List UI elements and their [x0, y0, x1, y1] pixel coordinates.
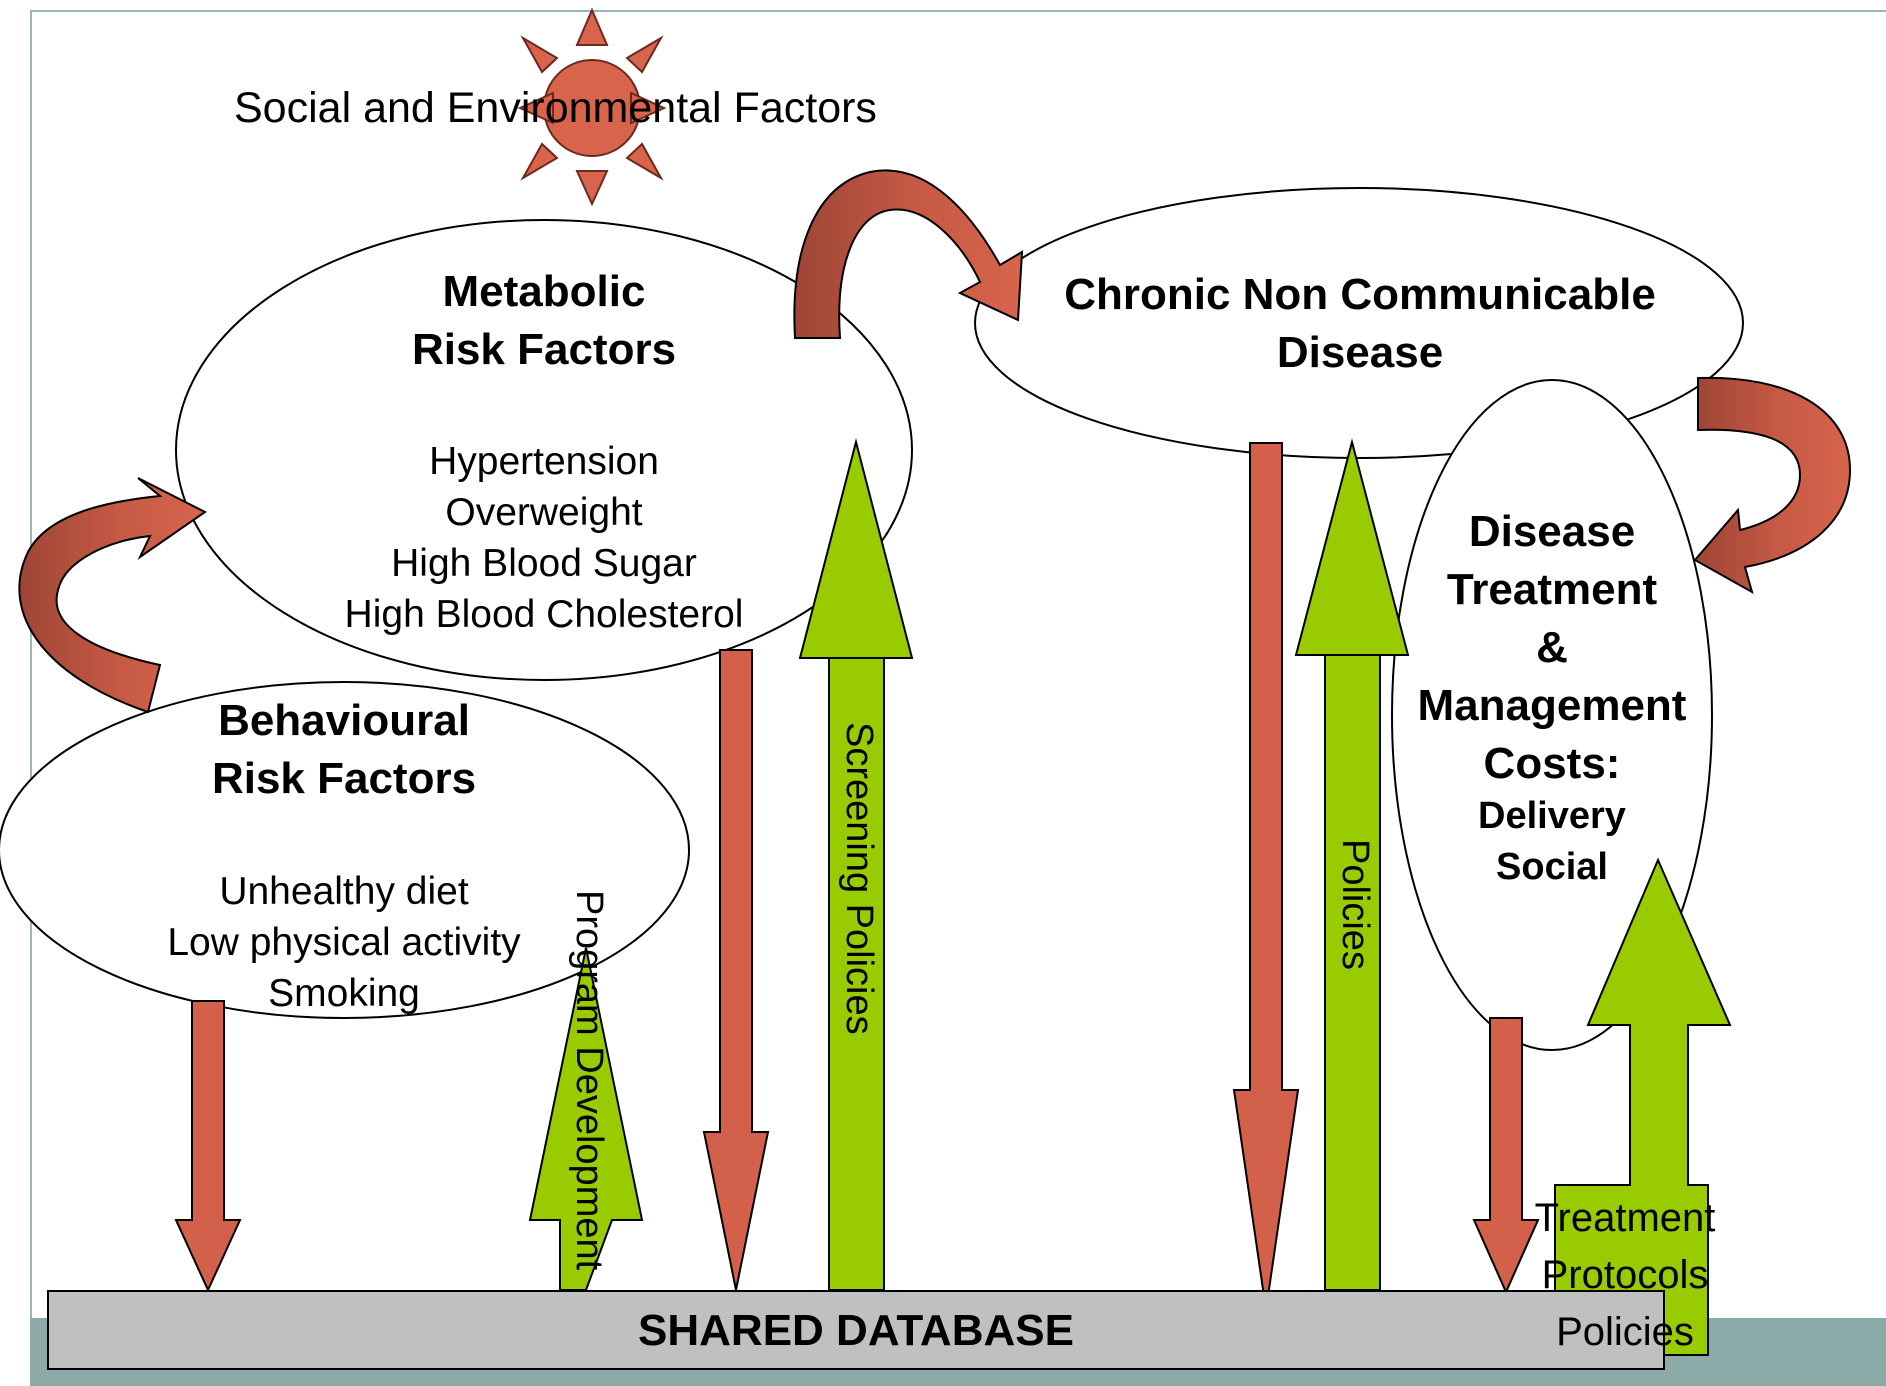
treatment-ellipse — [1391, 379, 1713, 1051]
treatment-sub-items: Delivery Social — [1432, 791, 1672, 893]
metabolic-item: High Blood Cholesterol — [344, 593, 744, 636]
screening-policies-label: Screening Policies — [838, 722, 880, 1035]
treatment-title: Disease Treatment & Management Costs: — [1392, 503, 1712, 793]
behavioural-title-line1: Behavioural — [218, 696, 470, 745]
metabolic-item: Hypertension — [429, 440, 659, 483]
green-arrow-policies-head — [1294, 438, 1410, 656]
metabolic-title-line1: Metabolic — [442, 267, 646, 316]
treatment-line: Disease — [1468, 507, 1636, 556]
green-arrow-screening-policies-head — [798, 438, 914, 659]
treatment-line: Costs: — [1483, 739, 1621, 788]
curved-arrow-behavioural-to-metabolic — [18, 477, 207, 714]
treatment-sub-item: Social — [1496, 846, 1608, 888]
treatment-sub-item: Delivery — [1478, 795, 1626, 837]
behavioural-item: Smoking — [268, 972, 420, 1015]
red-arrow-behavioural-down — [174, 1000, 242, 1293]
treatment-line: Treatment — [1446, 565, 1658, 614]
shared-database-bar — [47, 1290, 1665, 1370]
treatment-line: & — [1536, 623, 1568, 672]
chronic-title-line1: Chronic Non Communicable — [1064, 270, 1656, 319]
red-arrow-treatment-down — [1472, 1017, 1540, 1295]
red-arrow-chronic-down — [1232, 442, 1300, 1311]
red-arrow-metabolic-down — [702, 649, 770, 1291]
green-arrow-program-development — [528, 947, 644, 1291]
behavioural-item: Low physical activity — [167, 921, 521, 964]
sun-icon — [517, 7, 667, 207]
behavioural-items: Unhealthy diet Low physical activity Smo… — [124, 866, 564, 1019]
behavioural-title-line2: Risk Factors — [211, 754, 477, 803]
curved-arrow-chronic-to-treatment — [1693, 376, 1852, 595]
chronic-title: Chronic Non Communicable Disease — [1010, 266, 1710, 382]
green-arrow-policies — [1324, 654, 1381, 1291]
social-environmental-title: Social and Environmental Factors — [234, 84, 877, 132]
treatment-line: Management — [1417, 681, 1687, 730]
behavioural-ellipse — [0, 681, 690, 1019]
treatment-protocols-label: Treatment Protocols Policies — [1505, 1190, 1745, 1361]
treatment-protocols-line: Treatment — [1534, 1196, 1716, 1240]
shared-database-label: SHARED DATABASE — [638, 1306, 1074, 1355]
metabolic-title: Metabolic Risk Factors — [344, 263, 744, 379]
program-development-label: Program Development — [568, 890, 610, 1271]
metabolic-title-line2: Risk Factors — [411, 325, 677, 374]
metabolic-ellipse — [175, 219, 913, 681]
slide-frame — [30, 10, 1886, 1386]
chronic-title-line2: Disease — [1276, 328, 1444, 377]
metabolic-item: High Blood Sugar — [391, 542, 697, 585]
behavioural-title: Behavioural Risk Factors — [144, 692, 544, 808]
treatment-protocols-line: Policies — [1556, 1310, 1694, 1354]
treatment-protocols-line: Protocols — [1541, 1253, 1709, 1297]
metabolic-item: Overweight — [445, 491, 643, 534]
metabolic-items: Hypertension Overweight High Blood Sugar… — [304, 436, 784, 640]
policies-label: Policies — [1334, 839, 1376, 970]
curved-arrow-metabolic-to-chronic — [793, 169, 1024, 339]
behavioural-item: Unhealthy diet — [219, 870, 469, 913]
